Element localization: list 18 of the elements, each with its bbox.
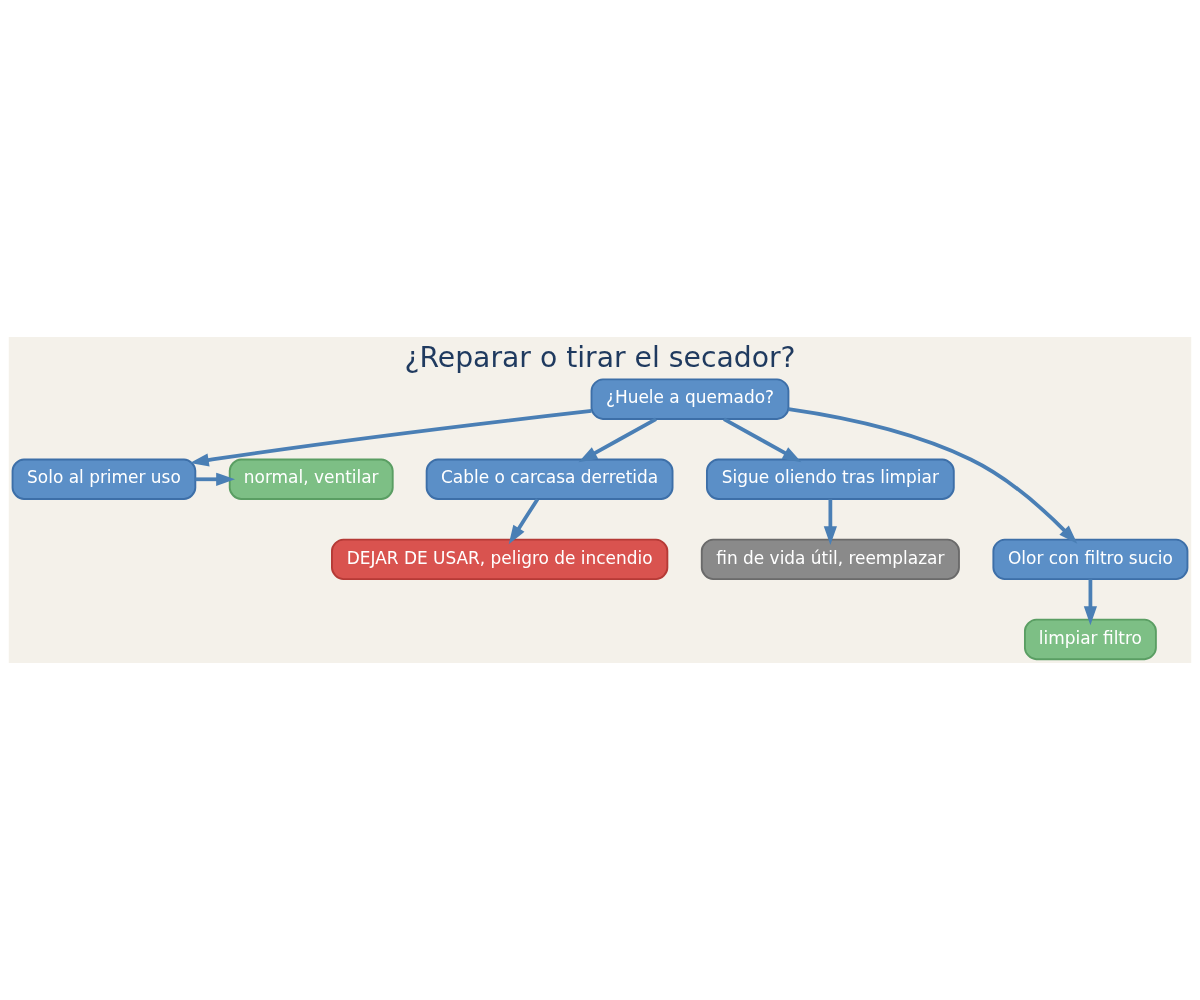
arrow [508, 498, 540, 545]
arrow [195, 472, 236, 486]
node-box: fin de vida útil, reemplazar [700, 538, 960, 581]
diagram-title: ¿Reparar o tirar el secador? [404, 341, 796, 375]
arrow [723, 417, 802, 463]
arrow [189, 409, 592, 467]
node-box: Olor con filtro sucio [992, 538, 1189, 581]
node-box: Solo al primer uso [11, 458, 197, 500]
arrow [823, 499, 837, 546]
arrow [788, 407, 1078, 544]
node-box: limpiar filtro [1024, 618, 1157, 661]
arrow [578, 417, 657, 463]
arrow [1083, 579, 1098, 626]
node-box: normal, ventilar [228, 458, 394, 500]
node-box: Sigue oliendo tras limpiar [706, 458, 955, 500]
node-box: DEJAR DE USAR, peligro de incendio [331, 538, 669, 581]
node-box: Cable o carcasa derretida [425, 458, 674, 500]
node-box: ¿Huele a quemado? [590, 378, 790, 420]
